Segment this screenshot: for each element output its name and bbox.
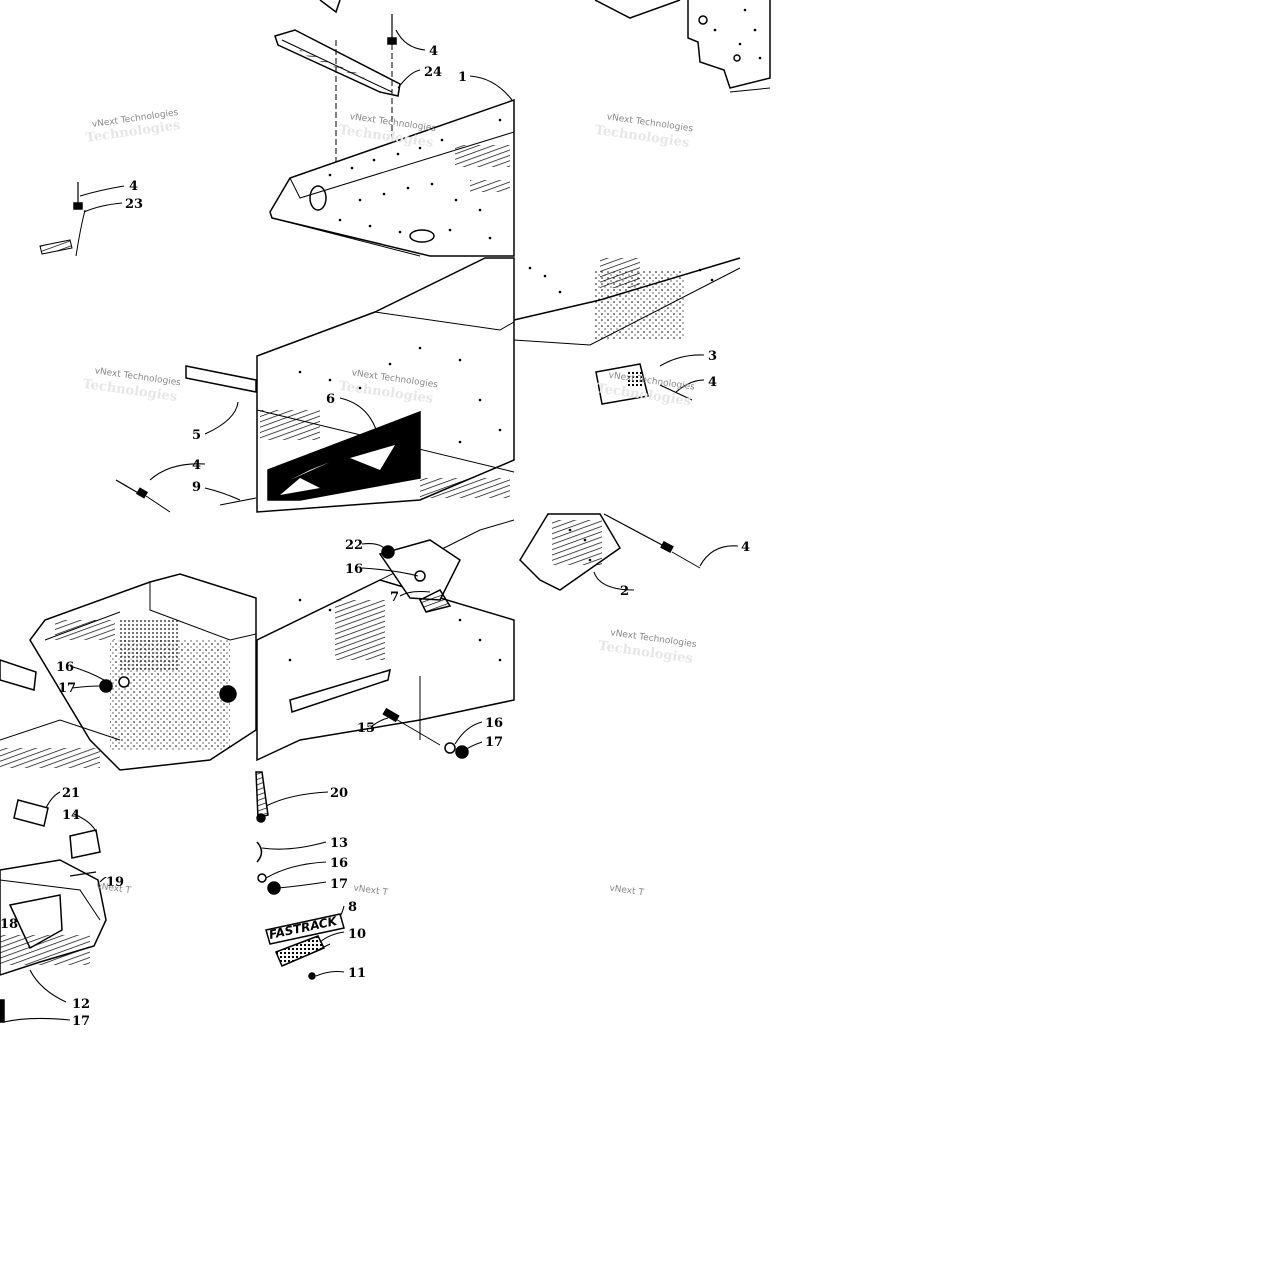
callout-label: 18	[0, 917, 18, 932]
leader-lines	[3, 29, 739, 1023]
watermark: vNext T	[96, 881, 132, 896]
callout-label: 20	[330, 786, 348, 801]
callout-label: 6	[326, 392, 335, 407]
callout-label: 16	[345, 562, 363, 577]
callout-label: 4	[129, 179, 138, 194]
callout-label: 22	[345, 538, 363, 553]
callout-label: 16	[485, 716, 503, 731]
fastrack-decal-text: FASTRACK	[268, 914, 340, 942]
callout-label: 17	[330, 877, 348, 892]
tile-row-3	[0, 513, 701, 771]
rivet-holes-row-1	[328, 8, 762, 240]
callout-label: 4	[741, 540, 750, 555]
callout-label: 1	[458, 70, 467, 85]
callout-label: 19	[106, 875, 124, 890]
callout-label: 13	[330, 836, 348, 851]
callout-label: 11	[348, 966, 366, 981]
watermark: vNext T	[353, 883, 389, 898]
callout-label: 4	[429, 44, 438, 59]
callout-label: 14	[62, 808, 80, 823]
callout-label: 17	[485, 735, 503, 750]
tile-row-2	[115, 257, 741, 513]
callout-label: 2	[620, 584, 629, 599]
callout-label: 8	[348, 900, 357, 915]
watermark: vNext T	[609, 884, 645, 899]
callout-label: 12	[72, 997, 90, 1012]
callout-label: 5	[192, 428, 201, 443]
callout-label: 16	[330, 856, 348, 871]
callout-labels: 4 24 1 4 23 5 4 9 6 3 4 2 4 22 16 7 15 1…	[0, 44, 750, 1029]
callout-label: 3	[708, 349, 717, 364]
tile-row-4	[0, 771, 345, 1023]
callout-label: 4	[708, 375, 717, 390]
callout-label: 4	[192, 458, 201, 473]
callout-label: 21	[62, 786, 80, 801]
callout-label: 16	[56, 660, 74, 675]
rivet-holes-row-2	[288, 266, 714, 662]
callout-label: 24	[424, 65, 442, 80]
callout-label: 10	[348, 927, 366, 942]
callout-label: 23	[125, 197, 143, 212]
callout-label: 17	[58, 681, 76, 696]
callout-label: 15	[357, 721, 375, 736]
tile-row-1	[39, 0, 771, 257]
callout-label: 17	[72, 1014, 90, 1029]
callout-label: 7	[390, 590, 399, 605]
callout-label: 9	[192, 480, 201, 495]
